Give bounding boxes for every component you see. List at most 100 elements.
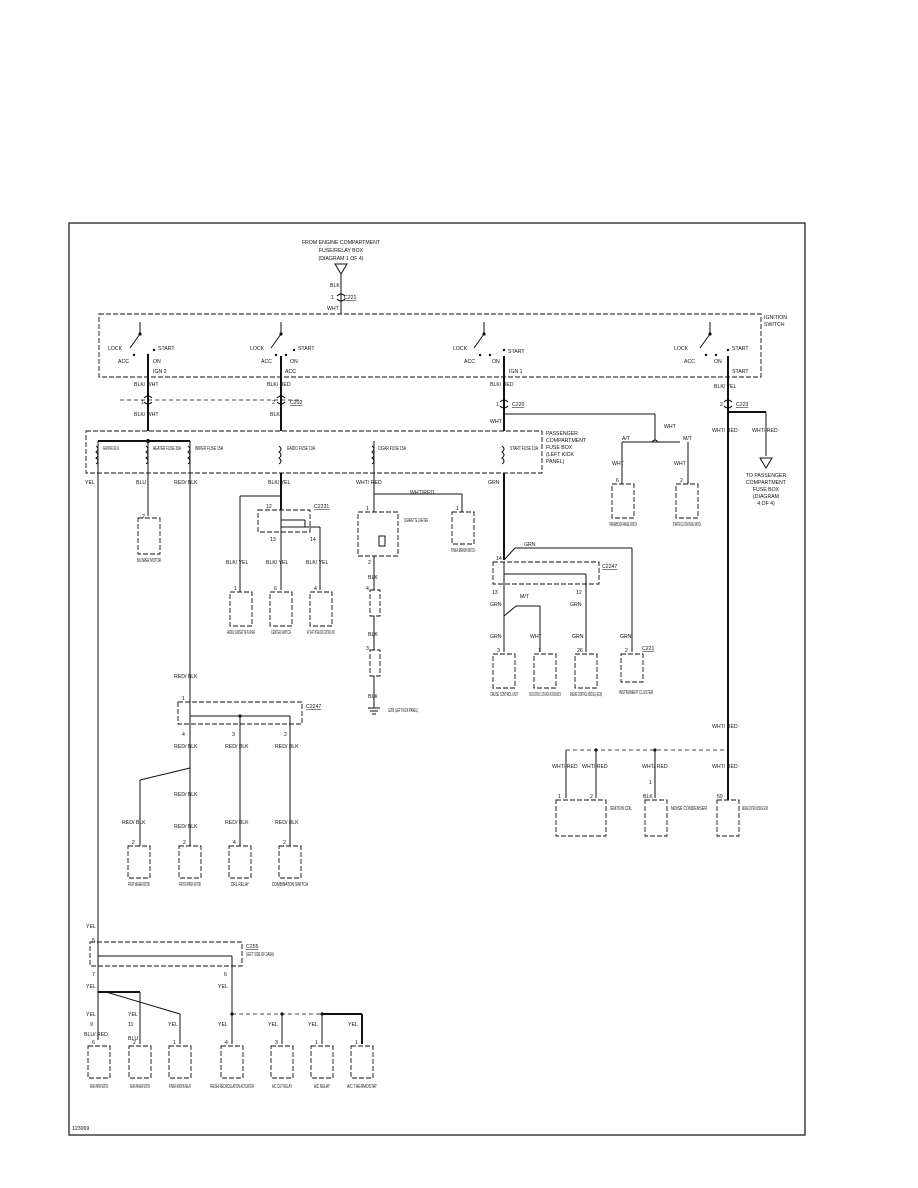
svg-text:C2247: C2247 <box>602 564 617 570</box>
power-mirror-switch <box>451 511 475 545</box>
svg-text:YEL: YEL <box>86 984 96 990</box>
source-label-1: FROM ENGINE COMPARTMENT <box>302 240 381 246</box>
passenger-fuse-box <box>85 430 543 474</box>
svg-text:PANEL): PANEL) <box>546 459 565 465</box>
svg-text:WHT/ RED: WHT/ RED <box>712 428 738 434</box>
svg-text:ON: ON <box>290 359 298 365</box>
svg-text:BLK/ YEL: BLK/ YEL <box>226 560 249 566</box>
svg-text:BLK/ YEL: BLK/ YEL <box>306 560 329 566</box>
svg-text:RED/ BLK: RED/ BLK <box>174 674 198 680</box>
combination-switch <box>278 845 302 879</box>
svg-text:CRUISE CONTROL CLUTCH PEDAL PO: CRUISE CONTROL CLUTCH PEDAL POSITION SWI… <box>529 692 561 698</box>
svg-text:A/C RELAY: A/C RELAY <box>314 1084 330 1090</box>
svg-text:YEL: YEL <box>85 480 95 486</box>
ign-switch-3: LOCK ACC ON START IGN 1 <box>453 322 525 375</box>
svg-text:INSTRUMENT CLUSTER: INSTRUMENT CLUSTER <box>619 690 653 696</box>
svg-text:1: 1 <box>538 648 541 654</box>
svg-text:4: 4 <box>182 732 185 738</box>
svg-text:C220: C220 <box>512 402 525 408</box>
svg-text:C221: C221 <box>642 646 655 652</box>
svg-text:A/T SHIFT INTERLOCK CONTROL UN: A/T SHIFT INTERLOCK CONTROL UNIT <box>307 630 335 636</box>
svg-text:TO PASSENGER: TO PASSENGER <box>746 473 787 479</box>
svg-text:START FUSE 10A: START FUSE 10A <box>510 446 538 452</box>
c2231 <box>257 509 311 533</box>
svg-text:A/T: A/T <box>622 436 631 442</box>
rear-washer-motor <box>128 1045 152 1079</box>
svg-text:STARTER CLUTCH PEDAL SWITCH: STARTER CLUTCH PEDAL SWITCH <box>673 522 701 528</box>
c2247-start <box>492 561 600 585</box>
svg-text:WHT/ RED: WHT/ RED <box>752 428 778 434</box>
starter-clutch-switch <box>675 483 699 519</box>
svg-text:2: 2 <box>680 478 683 484</box>
instrument-cluster <box>620 653 644 683</box>
svg-text:YEL: YEL <box>348 1022 358 1028</box>
svg-text:2: 2 <box>132 840 135 846</box>
svg-text:REAR WIPER FUSE 10A: REAR WIPER FUSE 10A <box>103 446 119 452</box>
svg-text:PASSENGER: PASSENGER <box>546 431 578 437</box>
svg-text:WHT/ RED: WHT/ RED <box>552 764 578 770</box>
svg-text:1: 1 <box>173 1040 176 1046</box>
svg-text:CRUISE CONTROL UNIT: CRUISE CONTROL UNIT <box>490 692 518 698</box>
rear-wiper-motor <box>87 1045 111 1079</box>
svg-text:2: 2 <box>368 560 371 566</box>
svg-text:C202: C202 <box>290 400 303 406</box>
transmission-range-switch <box>611 483 635 519</box>
svg-text:RED/ BLK: RED/ BLK <box>174 792 198 798</box>
fuse-start: START FUSE 10A <box>501 445 538 465</box>
svg-text:6: 6 <box>224 972 227 978</box>
svg-text:CIGAR FUSE 15A: CIGAR FUSE 15A <box>378 446 406 452</box>
svg-text:12: 12 <box>266 504 272 510</box>
svg-text:WHT: WHT <box>327 306 340 312</box>
svg-text:12: 12 <box>576 590 582 596</box>
svg-text:9: 9 <box>90 1022 93 1028</box>
svg-text:5: 5 <box>92 938 95 944</box>
svg-text:LOCK: LOCK <box>674 346 689 352</box>
svg-text:DRL RELAY: DRL RELAY <box>231 882 249 888</box>
fuse-heater: HEATER FUSE 30A <box>145 441 181 516</box>
svg-text:4: 4 <box>366 586 369 592</box>
svg-text:START: START <box>298 346 315 352</box>
svg-text:START: START <box>732 369 749 375</box>
svg-text:GRN: GRN <box>490 602 502 608</box>
svg-text:4: 4 <box>233 840 236 846</box>
svg-text:RADIO FUSE 10A: RADIO FUSE 10A <box>287 446 315 452</box>
svg-text:BLK/ WHT: BLK/ WHT <box>134 412 159 418</box>
svg-text:NOISE CONDENSER: NOISE CONDENSER <box>671 806 707 812</box>
svg-text:1: 1 <box>456 506 459 512</box>
svg-text:BLK/ RED: BLK/ RED <box>490 382 514 388</box>
svg-text:YEL: YEL <box>86 1012 96 1018</box>
svg-text:RED/ BLK: RED/ BLK <box>174 744 198 750</box>
svg-text:YEL: YEL <box>218 1022 228 1028</box>
svg-text:WHT: WHT <box>674 461 687 467</box>
svg-text:REAR WIPER MOTOR: REAR WIPER MOTOR <box>90 1084 108 1090</box>
svg-text:M/T: M/T <box>520 594 530 600</box>
svg-text:BLK: BLK <box>368 694 378 700</box>
svg-text:1: 1 <box>234 586 237 592</box>
svg-text:WHT/ RED: WHT/ RED <box>582 764 608 770</box>
svg-text:6: 6 <box>92 1040 95 1046</box>
power-window-relay <box>168 1045 192 1079</box>
svg-text:ON: ON <box>714 359 722 365</box>
fuse-radio: RADIO FUSE 10A <box>278 445 315 465</box>
ground-icon <box>368 707 380 715</box>
svg-text:WHT/ RED: WHT/ RED <box>642 764 668 770</box>
to-fusebox-arrow-icon <box>759 457 773 469</box>
cruise-control-unit <box>492 653 516 689</box>
svg-text:GRN: GRN <box>524 542 536 548</box>
svg-text:BLK: BLK <box>368 632 378 638</box>
fresh-recirc-actuator <box>220 1045 244 1079</box>
svg-text:BLOWER MOTOR: BLOWER MOTOR <box>137 558 161 564</box>
svg-text:LOCK: LOCK <box>453 346 468 352</box>
svg-text:BLK: BLK <box>643 794 653 800</box>
svg-text:4: 4 <box>225 1040 228 1046</box>
engine-control-module <box>574 653 598 689</box>
svg-text:LOCK: LOCK <box>108 346 123 352</box>
svg-text:C2247: C2247 <box>306 704 321 710</box>
svg-text:1: 1 <box>141 400 144 406</box>
svg-text:ACC: ACC <box>464 359 475 365</box>
svg-text:BLK/ YEL: BLK/ YEL <box>714 384 737 390</box>
front-washer-motor <box>127 845 151 879</box>
svg-text:TRANSMISSION RANGE SWITCH: TRANSMISSION RANGE SWITCH <box>609 522 637 528</box>
svg-text:2: 2 <box>284 732 287 738</box>
